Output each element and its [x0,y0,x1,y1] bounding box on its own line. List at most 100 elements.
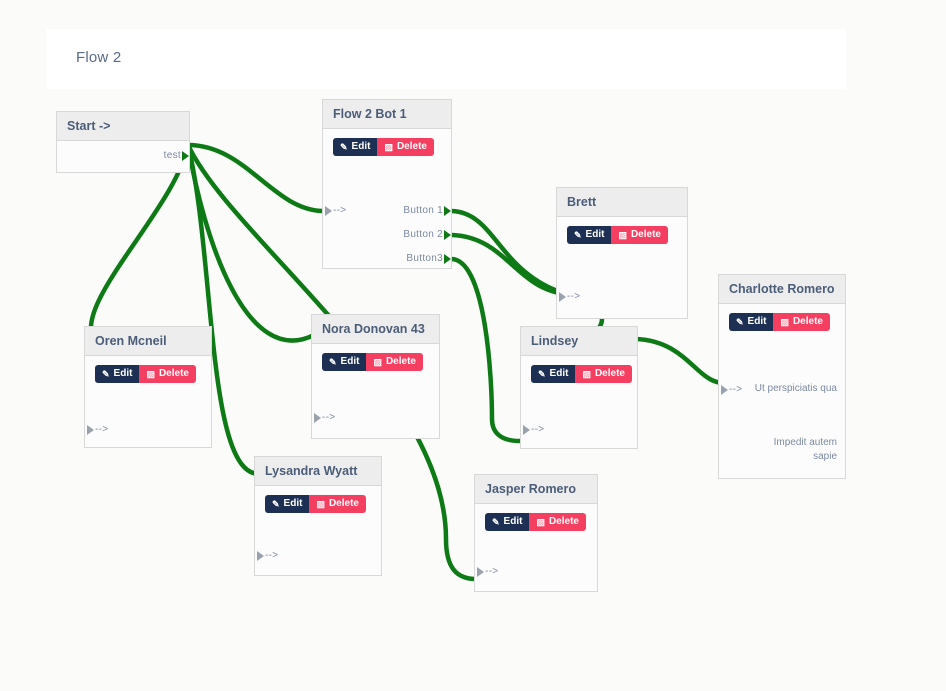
node-lysandra-header: Lysandra Wyatt [255,457,381,486]
node-oren-mcneil[interactable]: Oren Mcneil ✎ Edit ▨ Delete --> [84,326,212,448]
trash-icon: ▨ [536,516,545,527]
edit-button[interactable]: ✎ Edit [729,313,774,331]
node-oren-title: Oren Mcneil [95,334,167,348]
port-marker-icon [444,230,451,240]
node-lysandra-title: Lysandra Wyatt [265,464,358,478]
node-jasper-title: Jasper Romero [485,482,577,496]
node-oren-actions: ✎ Edit ▨ Delete [95,365,196,383]
edit-button[interactable]: ✎ Edit [485,513,530,531]
node-lindsey-actions: ✎ Edit ▨ Delete [531,365,632,383]
pencil-square-icon: ✎ [736,316,744,327]
node-lindsey-header: Lindsey [521,327,637,356]
page-title: Flow 2 [76,49,122,66]
delete-button[interactable]: ▨ Delete [529,513,586,531]
node-brett-body: ✎ Edit ▨ Delete --> [557,217,687,318]
node-charlotte-text-1: Impedit autem sapie [773,437,837,462]
port-out-button-1[interactable]: Button 1 [403,205,451,216]
node-flow2bot1-actions: ✎ Edit ▨ Delete [333,138,434,156]
node-brett-actions: ✎ Edit ▨ Delete [567,226,668,244]
node-charlotte-header: Charlotte Romero [719,275,845,304]
trash-icon: ▨ [316,498,325,509]
port-in-nora[interactable]: --> [314,412,335,423]
edit-button[interactable]: ✎ Edit [531,365,576,383]
port-marker-icon [721,385,728,395]
edit-button[interactable]: ✎ Edit [322,353,367,371]
pencil-square-icon: ✎ [272,498,280,509]
edge-button2-to-brett [449,232,569,297]
node-brett[interactable]: Brett ✎ Edit ▨ Delete --> [556,187,688,319]
port-in-jasper[interactable]: --> [477,566,498,577]
node-lysandra-actions: ✎ Edit ▨ Delete [265,495,366,513]
port-in-flow2bot1[interactable]: --> [325,205,346,216]
edit-button[interactable]: ✎ Edit [333,138,378,156]
trash-icon: ▨ [373,356,382,367]
port-marker-icon [257,551,264,561]
node-nora-actions: ✎ Edit ▨ Delete [322,353,423,371]
node-nora-header: Nora Donovan 43 [312,315,439,344]
node-flow2bot1[interactable]: Flow 2 Bot 1 ✎ Edit ▨ Delete --> [322,99,452,269]
edge-lindsey-to-charlotte [633,336,725,386]
port-out-button-2[interactable]: Button 2 [403,229,451,240]
node-charlotte-romero[interactable]: Charlotte Romero ✎ Edit ▨ Delete --> [718,274,846,479]
flow-header-card: Flow 2 [46,29,846,89]
node-brett-header: Brett [557,188,687,217]
node-lysandra-wyatt[interactable]: Lysandra Wyatt ✎ Edit ▨ Delete --> [254,456,382,576]
node-oren-body: ✎ Edit ▨ Delete --> [85,356,211,447]
node-jasper-body: ✎ Edit ▨ Delete --> [475,504,597,591]
port-in-charlotte[interactable]: --> [721,384,742,395]
port-out-button-3[interactable]: Button3 [406,253,451,264]
edge-button1-to-brett [449,208,569,297]
trash-icon: ▨ [582,368,591,379]
edge-button3-to-lindsey [449,256,523,444]
node-lindsey-title: Lindsey [531,334,579,348]
node-flow2bot1-title: Flow 2 Bot 1 [333,107,407,121]
port-marker-icon [182,151,189,161]
node-oren-header: Oren Mcneil [85,327,211,356]
node-start-header: Start -> [57,112,189,141]
port-out-start-test[interactable]: test [164,150,189,161]
port-marker-icon [477,567,484,577]
delete-button[interactable]: ▨ Delete [611,226,668,244]
node-lindsey[interactable]: Lindsey ✎ Edit ▨ Delete --> [520,326,638,449]
trash-icon: ▨ [780,316,789,327]
delete-button[interactable]: ▨ Delete [366,353,423,371]
node-charlotte-body: ✎ Edit ▨ Delete --> Ut perspiciatis qua … [719,304,845,478]
port-in-brett[interactable]: --> [559,291,580,302]
port-marker-icon [444,206,451,216]
node-flow2bot1-header: Flow 2 Bot 1 [323,100,451,129]
edit-button[interactable]: ✎ Edit [95,365,140,383]
edge-start-to-nora [185,142,317,343]
delete-button[interactable]: ▨ Delete [773,313,830,331]
delete-button[interactable]: ▨ Delete [575,365,632,383]
node-brett-title: Brett [567,195,597,209]
trash-icon: ▨ [618,229,627,240]
delete-button[interactable]: ▨ Delete [139,365,196,383]
trash-icon: ▨ [146,368,155,379]
edit-button[interactable]: ✎ Edit [265,495,310,513]
node-lysandra-body: ✎ Edit ▨ Delete --> [255,486,381,575]
node-flow2bot1-body: ✎ Edit ▨ Delete --> Button 1 [323,129,451,268]
delete-button[interactable]: ▨ Delete [309,495,366,513]
port-marker-icon [314,413,321,423]
port-in-oren[interactable]: --> [87,424,108,435]
flow-canvas[interactable]: Start -> test Flow 2 Bot 1 ✎ Edit [46,89,846,635]
node-start[interactable]: Start -> test [56,111,190,173]
node-jasper-romero[interactable]: Jasper Romero ✎ Edit ▨ Delete --> [474,474,598,592]
node-lindsey-body: ✎ Edit ▨ Delete --> [521,356,637,448]
delete-button[interactable]: ▨ Delete [377,138,434,156]
edge-start-to-flow2bot1 [185,142,325,214]
node-jasper-header: Jasper Romero [475,475,597,504]
node-jasper-actions: ✎ Edit ▨ Delete [485,513,586,531]
node-nora-body: ✎ Edit ▨ Delete --> [312,344,439,438]
node-nora-donovan[interactable]: Nora Donovan 43 ✎ Edit ▨ Delete --> [311,314,440,439]
node-nora-title: Nora Donovan 43 [322,322,425,336]
node-start-title: Start -> [67,119,111,133]
port-in-lindsey[interactable]: --> [523,424,544,435]
trash-icon: ▨ [384,141,393,152]
node-charlotte-text-0: Ut perspiciatis qua [754,383,837,394]
port-in-lysandra[interactable]: --> [257,550,278,561]
port-marker-icon [523,425,530,435]
edit-button[interactable]: ✎ Edit [567,226,612,244]
pencil-square-icon: ✎ [329,356,337,367]
